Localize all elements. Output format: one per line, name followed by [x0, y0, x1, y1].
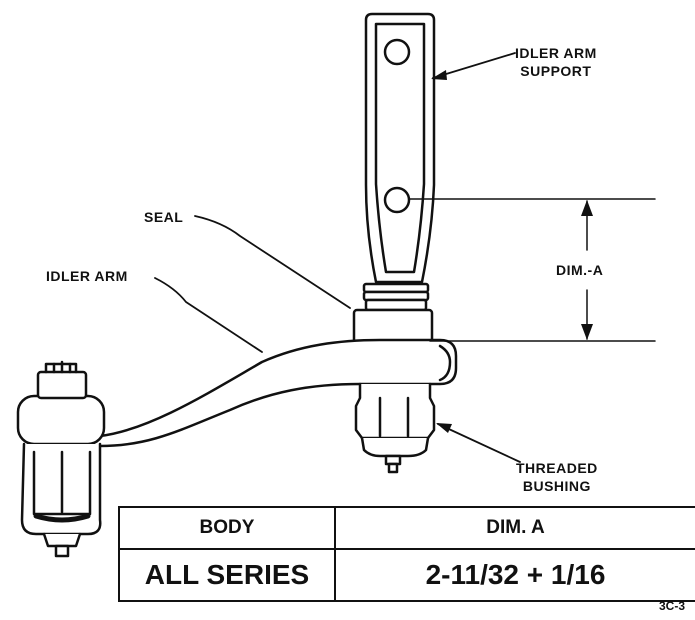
spec-table-header-body: BODY [118, 506, 336, 550]
spec-table-header-dim-a: DIM. A [334, 506, 695, 550]
threaded-bushing [354, 382, 436, 474]
label-threaded-bushing-line2: BUSHING [522, 478, 591, 494]
spec-table-cell-dim-a: 2-11/32 + 1/16 [334, 548, 695, 602]
label-idler-arm-support-line2: SUPPORT [520, 63, 592, 79]
ball-socket [16, 360, 106, 558]
table-row: ALL SERIES 2-11/32 + 1/16 [118, 548, 695, 602]
figure-number: 3C-3 [658, 599, 685, 613]
idler-arm-support [362, 12, 436, 312]
label-threaded-bushing: THREADED BUSHING [516, 459, 598, 495]
idler-arm [98, 338, 458, 448]
spec-table-cell-body: ALL SERIES [118, 548, 336, 602]
leader-lines [154, 52, 521, 463]
spec-table-header-row: BODY DIM. A [118, 506, 695, 550]
label-dim-a: DIM.-A [556, 262, 604, 278]
label-threaded-bushing-line1: THREADED [516, 460, 598, 476]
label-idler-arm-support: IDLER ARM SUPPORT [515, 44, 597, 80]
label-idler-arm-support-line1: IDLER ARM [515, 45, 597, 61]
dimension-a-lines [409, 198, 656, 342]
label-idler-arm: IDLER ARM [46, 268, 128, 284]
label-seal: SEAL [144, 209, 184, 225]
spec-table: BODY DIM. A ALL SERIES 2-11/32 + 1/16 [118, 506, 695, 602]
